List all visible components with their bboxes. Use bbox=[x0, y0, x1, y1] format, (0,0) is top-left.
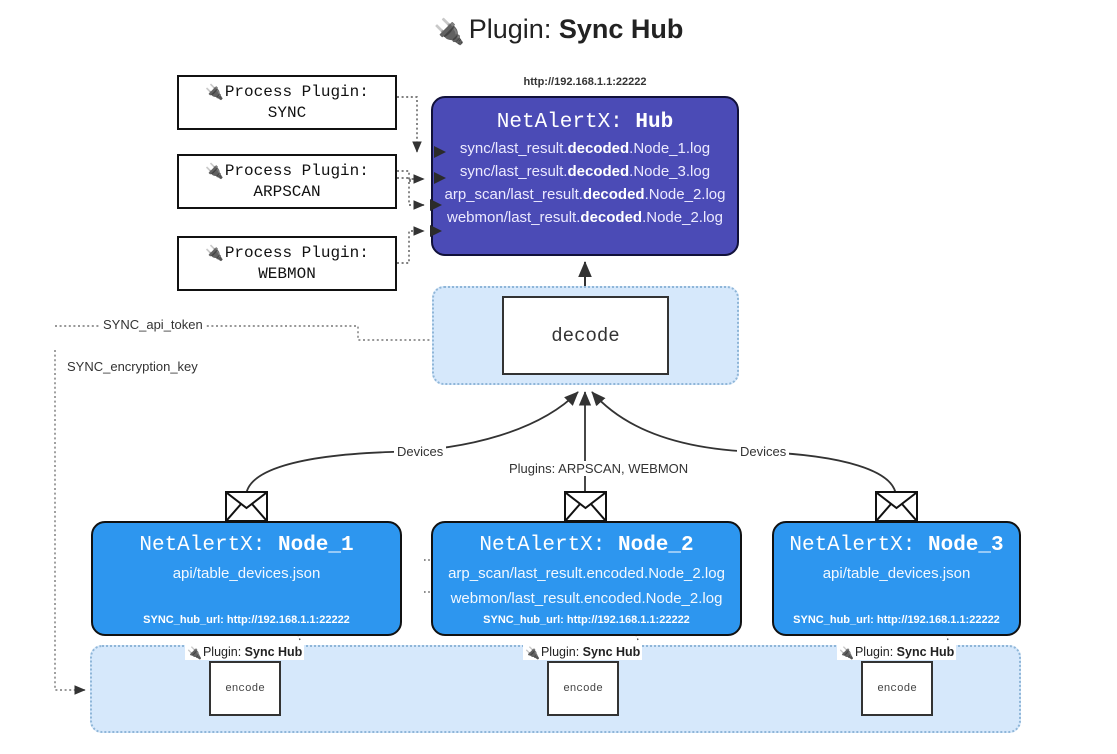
hub-log-pre: sync/last_result. bbox=[459, 140, 568, 157]
hub-box[interactable]: NetAlertX: Hub sync/last_result.decoded.… bbox=[431, 96, 739, 256]
plug-icon: 🔌 bbox=[205, 245, 224, 263]
process-plugin-header: 🔌Process Plugin: bbox=[205, 82, 369, 102]
process-plugin-header: 🔌Process Plugin: bbox=[205, 161, 369, 181]
hub-log-pre: webmon/last_result. bbox=[447, 209, 581, 226]
plug-icon: 🔌 bbox=[433, 18, 465, 46]
encode-plugin-name: Sync Hub bbox=[244, 645, 303, 659]
node-app-name: NetAlertX: bbox=[139, 534, 266, 557]
node-title: NetAlertX: Node_1 bbox=[93, 534, 400, 557]
plug-icon: 🔌 bbox=[187, 646, 202, 660]
hub-app-name: NetAlertX: bbox=[496, 111, 623, 134]
hub-log-line: arp_scan/last_result.decoded.Node_2.log bbox=[433, 186, 737, 203]
encode-plugin-prefix: Plugin: bbox=[202, 645, 245, 659]
hub-log-line: sync/last_result.decoded.Node_3.log bbox=[433, 163, 737, 180]
process-plugin-name: ARPSCAN bbox=[253, 182, 321, 201]
hub-log-post: .Node_2.log bbox=[644, 186, 726, 203]
plug-icon: 🔌 bbox=[525, 646, 540, 660]
plug-icon: 🔌 bbox=[205, 84, 224, 102]
node-footer: SYNC_hub_url: http://192.168.1.1:22222 bbox=[793, 614, 1000, 626]
secret-label-api-token: SYNC_api_token bbox=[100, 317, 206, 332]
hub-log-em: decoded bbox=[567, 163, 630, 180]
node-footer: SYNC_hub_url: http://192.168.1.1:22222 bbox=[143, 614, 350, 626]
secret-label-encryption-key: SYNC_encryption_key bbox=[64, 359, 201, 374]
encode-plugin-label: 🔌Plugin: Sync Hub bbox=[837, 645, 957, 660]
process-plugin-header-text: Process Plugin: bbox=[224, 162, 369, 181]
node-app-name: NetAlertX: bbox=[479, 534, 606, 557]
node-resource-line: api/table_devices.json bbox=[172, 565, 321, 582]
node-resource-line: api/table_devices.json bbox=[822, 565, 971, 582]
node-box-node-2[interactable]: NetAlertX: Node_2 arp_scan/last_result.e… bbox=[431, 521, 742, 636]
encode-plugin-label: 🔌Plugin: Sync Hub bbox=[523, 645, 643, 660]
node-app-name: NetAlertX: bbox=[789, 534, 916, 557]
hub-log-pre: sync/last_result. bbox=[459, 163, 568, 180]
title-name: Sync Hub bbox=[558, 14, 684, 44]
process-plugin-header-text: Process Plugin: bbox=[224, 244, 369, 263]
envelope-icon bbox=[564, 491, 607, 522]
edge-label-devices-left: Devices bbox=[394, 444, 447, 459]
encode-box[interactable]: encode bbox=[861, 661, 933, 716]
encode-plugin-prefix: Plugin: bbox=[540, 645, 583, 659]
node-footer: SYNC_hub_url: http://192.168.1.1:22222 bbox=[483, 614, 690, 626]
title-prefix: Plugin: bbox=[468, 14, 559, 44]
process-plugin-name: SYNC bbox=[267, 103, 307, 122]
node-resource-line: arp_scan/last_result.encoded.Node_2.log bbox=[448, 565, 725, 582]
process-plugin-header: 🔌Process Plugin: bbox=[205, 243, 369, 263]
page-title: 🔌Plugin: Sync Hub bbox=[0, 14, 1117, 47]
encode-box[interactable]: encode bbox=[547, 661, 619, 716]
hub-log-post: .Node_2.log bbox=[642, 209, 723, 226]
encode-plugin-prefix: Plugin: bbox=[854, 645, 897, 659]
node-title: NetAlertX: Node_2 bbox=[433, 534, 740, 557]
plug-icon: 🔌 bbox=[839, 646, 854, 660]
hub-url-label: http://192.168.1.1:22222 bbox=[523, 76, 647, 88]
encode-plugin-name: Sync Hub bbox=[896, 645, 955, 659]
hub-log-line: webmon/last_result.decoded.Node_2.log bbox=[433, 209, 737, 226]
hub-log-em: decoded bbox=[567, 140, 630, 157]
plug-icon: 🔌 bbox=[205, 163, 224, 181]
encode-plugin-name: Sync Hub bbox=[582, 645, 641, 659]
node-name: Node_3 bbox=[928, 534, 1004, 557]
encode-plugin-label: 🔌Plugin: Sync Hub bbox=[185, 645, 305, 660]
encode-box[interactable]: encode bbox=[209, 661, 281, 716]
process-plugin-name: WEBMON bbox=[258, 264, 316, 283]
envelope-icon bbox=[225, 491, 268, 522]
hub-log-em: decoded bbox=[580, 209, 643, 226]
process-plugin-box-sync[interactable]: 🔌Process Plugin: SYNC bbox=[177, 75, 397, 130]
node-box-node-3[interactable]: NetAlertX: Node_3 api/table_devices.json… bbox=[772, 521, 1021, 636]
envelope-icon bbox=[875, 491, 918, 522]
node-name: Node_1 bbox=[278, 534, 354, 557]
hub-log-post: .Node_1.log bbox=[629, 140, 711, 157]
hub-log-em: decoded bbox=[582, 186, 645, 203]
hub-title: NetAlertX: Hub bbox=[433, 111, 737, 134]
hub-log-pre: arp_scan/last_result. bbox=[444, 186, 583, 203]
node-box-node-1[interactable]: NetAlertX: Node_1 api/table_devices.json… bbox=[91, 521, 402, 636]
hub-node-name: Hub bbox=[635, 111, 674, 134]
process-plugin-box-arpscan[interactable]: 🔌Process Plugin: ARPSCAN bbox=[177, 154, 397, 209]
node-resource-line: webmon/last_result.encoded.Node_2.log bbox=[450, 590, 723, 607]
decode-box[interactable]: decode bbox=[502, 296, 669, 375]
edge-label-plugins-center: Plugins: ARPSCAN, WEBMON bbox=[506, 461, 692, 476]
hub-log-post: .Node_3.log bbox=[629, 163, 711, 180]
process-plugin-header-text: Process Plugin: bbox=[224, 83, 369, 102]
process-plugin-box-webmon[interactable]: 🔌Process Plugin: WEBMON bbox=[177, 236, 397, 291]
node-title: NetAlertX: Node_3 bbox=[774, 534, 1019, 557]
edge-label-devices-right: Devices bbox=[737, 444, 790, 459]
hub-log-line: sync/last_result.decoded.Node_1.log bbox=[433, 140, 737, 157]
node-name: Node_2 bbox=[618, 534, 694, 557]
